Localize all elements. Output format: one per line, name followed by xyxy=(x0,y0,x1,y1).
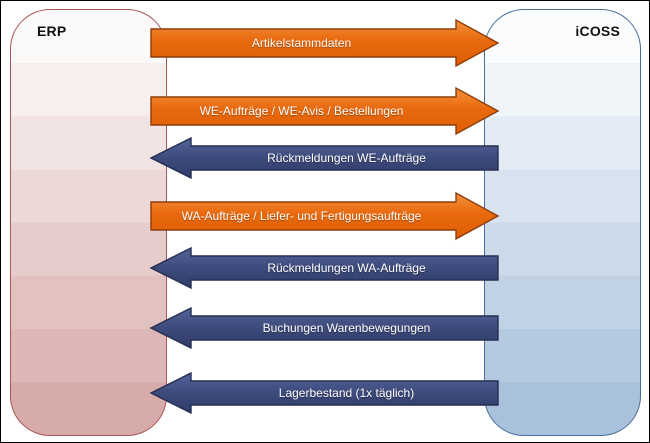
arrow-we-auftraege: WE-Aufträge / WE-Avis / Bestellungen xyxy=(150,86,500,136)
right-arrow-shape xyxy=(150,86,500,136)
arrow-label: WE-Aufträge / WE-Avis / Bestellungen xyxy=(199,104,404,118)
arrow-buchungen-warenbewegungen: Buchungen Warenbewegungen xyxy=(149,306,499,350)
erp-entity: ERP xyxy=(10,9,167,436)
arrow-artikelstammdaten: Artikelstammdaten xyxy=(150,18,500,68)
arrow-rueckmeldungen-wa: Rückmeldungen WA-Aufträge xyxy=(149,246,499,290)
arrow-lagerbestand: Lagerbestand (1x täglich) xyxy=(149,371,499,415)
arrow-label: Buchungen Warenbewegungen xyxy=(262,321,431,335)
arrow-label: Rückmeldungen WA-Aufträge xyxy=(267,261,426,275)
arrow-label: Lagerbestand (1x täglich) xyxy=(278,386,415,400)
right-arrow-shape xyxy=(150,18,500,68)
arrow-label: Rückmeldungen WE-Aufträge xyxy=(267,151,426,165)
icoss-label: iCOSS xyxy=(575,23,620,39)
left-arrow-shape xyxy=(149,136,499,180)
left-arrow-shape xyxy=(149,306,499,350)
arrow-rueckmeldungen-we: Rückmeldungen WE-Aufträge xyxy=(149,136,499,180)
left-arrow-shape xyxy=(149,371,499,415)
right-arrow-shape xyxy=(150,191,500,241)
erp-label: ERP xyxy=(37,23,67,39)
icoss-entity: iCOSS xyxy=(484,9,641,436)
arrow-wa-auftraege: WA-Aufträge / Liefer- und Fertigungsauft… xyxy=(150,191,500,241)
left-arrow-shape xyxy=(149,246,499,290)
arrow-label: Artikelstammdaten xyxy=(251,36,352,50)
arrow-label: WA-Aufträge / Liefer- und Fertigungsauft… xyxy=(181,209,422,223)
